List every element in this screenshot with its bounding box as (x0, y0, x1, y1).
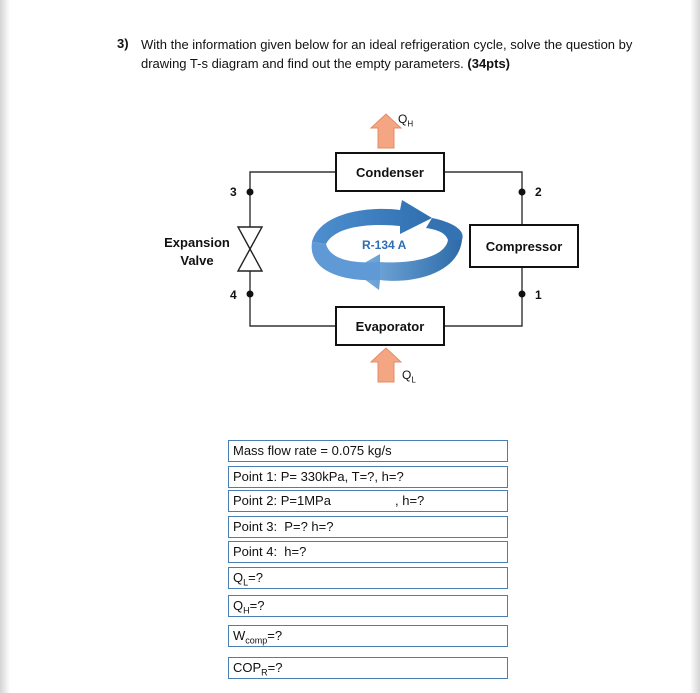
qh-sub: H (407, 119, 414, 129)
wcomp-sub: comp (245, 635, 268, 646)
condenser-box: Condenser (335, 152, 445, 192)
row-cop: COPR=? (228, 657, 508, 679)
row-point2: Point 2: P=1MPa , h=? (228, 490, 508, 512)
evaporator-label: Evaporator (355, 318, 425, 334)
pipe-bottom-left (249, 268, 336, 327)
expansion-label-line1: Expansion (164, 235, 230, 250)
ql-row-sub: L (243, 577, 249, 588)
expansion-label-line2: Valve (180, 253, 214, 268)
row-point3: Point 3: P=? h=? (228, 516, 508, 538)
cop-rest: =? (267, 660, 283, 675)
pipe-bottom-right (444, 268, 523, 327)
state-dot-1 (518, 290, 526, 298)
row-mass-flow: Mass flow rate = 0.075 kg/s (228, 440, 508, 462)
state-label-4: 4 (230, 288, 237, 302)
ql-sub: L (411, 375, 416, 385)
cycle-arrow-bottom-left (311, 242, 380, 281)
wcomp-rest: =? (267, 628, 283, 643)
condenser-label: Condenser (356, 164, 424, 180)
state-dot-2 (518, 188, 526, 196)
ql-arrow-shape (369, 347, 403, 383)
ql-base: Q (402, 368, 412, 382)
ql-row-base: Q (233, 570, 244, 585)
evaporator-box: Evaporator (335, 306, 445, 346)
ql-label: QL (402, 368, 416, 384)
question-points: (34pts) (467, 56, 511, 71)
row-ql: QL=? (228, 567, 508, 589)
expansion-valve-symbol (236, 226, 264, 272)
question-number: 3) (117, 36, 129, 51)
qh-arrow-shape (369, 113, 403, 149)
state-label-2: 2 (535, 185, 542, 199)
qh-row-rest: =? (249, 598, 265, 613)
cycle-arrow-top-right (426, 218, 463, 240)
compressor-box: Compressor (469, 224, 579, 268)
row-point1: Point 1: P= 330kPa, T=?, h=? (228, 466, 508, 488)
wcomp-base: W (233, 628, 246, 643)
cycle-arrow-top (312, 200, 432, 244)
qh-label: QH (398, 112, 413, 128)
row-point4: Point 4: h=? (228, 541, 508, 563)
cop-sub: R (261, 667, 268, 678)
expansion-valve-label: Expansion Valve (158, 234, 236, 270)
compressor-label: Compressor (485, 238, 563, 254)
pipe-top-right (444, 171, 523, 225)
ql-row-rest: =? (248, 570, 263, 585)
right-edge-shadow (690, 0, 700, 693)
qh-row-base: Q (233, 598, 244, 613)
row-wcomp: Wcomp=? (228, 625, 508, 647)
row-qh: QH=? (228, 595, 508, 617)
point2-text: Point 2: P=1MPa (233, 493, 331, 508)
state-label-3: 3 (230, 185, 237, 199)
cop-base: COP (233, 660, 262, 675)
question-text: With the information given below for an … (141, 35, 661, 73)
state-dot-4 (246, 290, 254, 298)
piping (249, 171, 523, 327)
refrigerant-label: R-134 A (362, 238, 407, 252)
question-body: With the information given below for an … (141, 37, 633, 71)
qh-base: Q (398, 112, 408, 126)
pipe-top-left (249, 171, 336, 230)
left-edge-shadow (0, 0, 10, 693)
state-dot-3 (246, 188, 254, 196)
point2-h: , h=? (395, 493, 425, 508)
state-label-1: 1 (535, 288, 542, 302)
qh-row-sub: H (243, 605, 250, 616)
